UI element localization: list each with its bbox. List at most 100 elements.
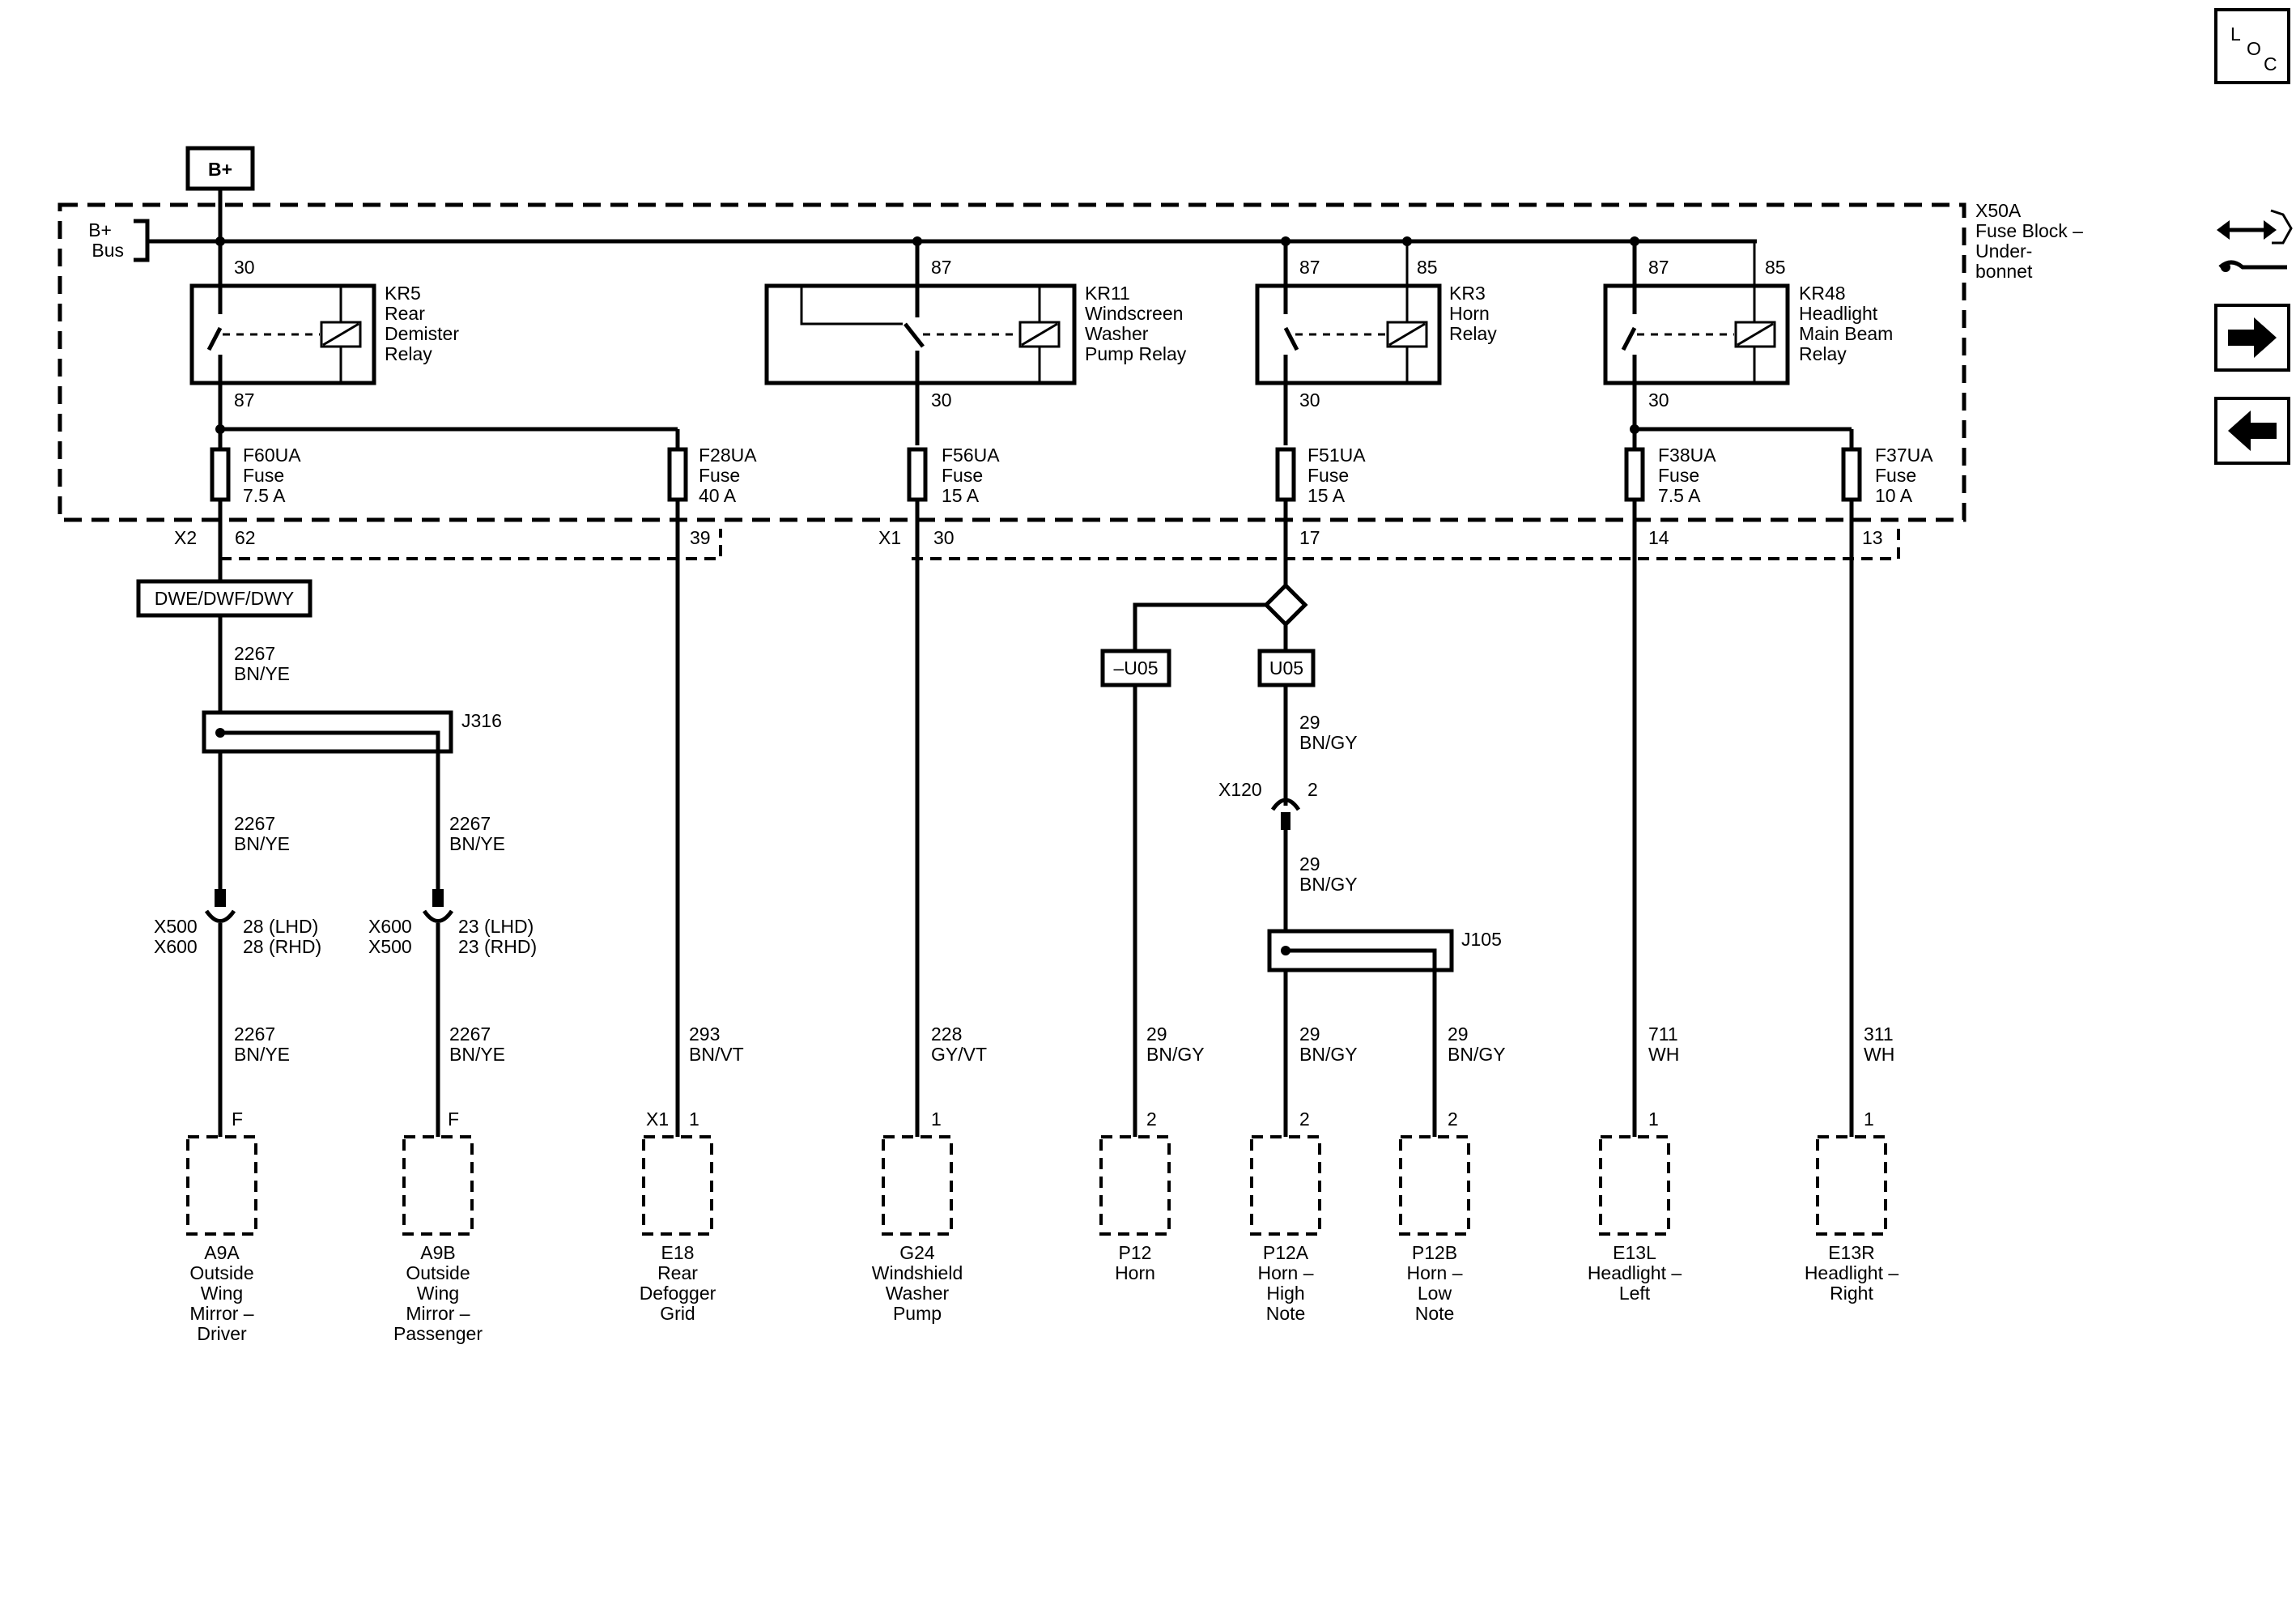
- svg-text:30: 30: [234, 257, 255, 278]
- relay-kr11: 87 KR11 Windscreen Washer Pump Relay 30: [764, 241, 1187, 445]
- svg-text:BN/GY: BN/GY: [1299, 1044, 1358, 1065]
- svg-text:WH: WH: [1864, 1044, 1894, 1065]
- relay-kr48-label: KR48: [1799, 283, 1846, 304]
- location-view-button[interactable]: L O C: [2214, 8, 2290, 84]
- svg-text:30: 30: [1299, 389, 1320, 411]
- svg-text:Pump: Pump: [893, 1303, 942, 1324]
- svg-text:BN/YE: BN/YE: [234, 1044, 290, 1065]
- svg-text:23 (RHD): 23 (RHD): [458, 936, 537, 957]
- component-a9b[interactable]: F A9B Outside Wing Mirror – Passenger: [393, 1108, 483, 1344]
- component-e18[interactable]: X1 1 E18 Rear Defogger Grid: [640, 1108, 716, 1324]
- svg-text:Grid: Grid: [660, 1303, 695, 1324]
- svg-text:Rear: Rear: [385, 303, 425, 324]
- relay-kr5-label: KR5: [385, 283, 421, 304]
- svg-text:Fuse: Fuse: [942, 465, 983, 486]
- svg-text:2267: 2267: [449, 813, 491, 834]
- svg-text:E13L: E13L: [1613, 1242, 1656, 1263]
- previous-page-button[interactable]: [2214, 397, 2290, 465]
- component-g24[interactable]: 1 G24 Windshield Washer Pump: [872, 1108, 963, 1324]
- component-e13l[interactable]: 1 E13L Headlight – Left: [1588, 1108, 1682, 1304]
- arrow-left-icon: [2228, 411, 2277, 451]
- svg-text:87: 87: [234, 389, 255, 411]
- svg-text:13: 13: [1862, 527, 1883, 548]
- b-plus-label: B+: [208, 159, 232, 180]
- svg-text:Rear: Rear: [657, 1262, 698, 1283]
- component-p12a[interactable]: 2 P12A Horn – High Note: [1250, 1108, 1321, 1324]
- svg-text:F38UA: F38UA: [1658, 445, 1716, 466]
- component-p12[interactable]: 2 P12 Horn: [1099, 1108, 1171, 1283]
- inline-connector-a9a: X500 X600 28 (LHD) 28 (RHD): [154, 889, 321, 957]
- svg-text:2267: 2267: [234, 1023, 275, 1045]
- fuse-f51ua: F51UA Fuse 15 A: [1275, 445, 1366, 506]
- svg-text:Fuse: Fuse: [1875, 465, 1916, 486]
- svg-text:A9B: A9B: [420, 1242, 455, 1263]
- svg-text:40 A: 40 A: [699, 485, 737, 506]
- svg-text:29: 29: [1448, 1023, 1469, 1045]
- svg-text:BN/YE: BN/YE: [449, 1044, 505, 1065]
- component-p12b[interactable]: 2 P12B Horn – Low Note: [1399, 1108, 1470, 1324]
- fuse-f37ua: F37UA Fuse 10 A: [1841, 429, 1933, 506]
- fuse-f28ua: F28UA Fuse 40 A: [667, 429, 757, 506]
- svg-text:Defogger: Defogger: [640, 1283, 716, 1304]
- svg-text:10 A: 10 A: [1875, 485, 1913, 506]
- svg-text:O: O: [2247, 38, 2261, 59]
- splice-j105: J105: [1267, 929, 1502, 972]
- svg-text:Windscreen: Windscreen: [1085, 303, 1183, 324]
- svg-text:14: 14: [1648, 527, 1669, 548]
- svg-text:1: 1: [1648, 1108, 1659, 1130]
- svg-text:L: L: [2230, 23, 2241, 45]
- next-page-button[interactable]: [2214, 304, 2290, 372]
- svg-text:F: F: [232, 1108, 243, 1130]
- splice-j316: J316: [202, 710, 502, 754]
- svg-text:29: 29: [1299, 853, 1320, 874]
- svg-text:X2: X2: [174, 527, 197, 548]
- b-plus-bus: B+ Bus: [88, 219, 1757, 262]
- svg-text:GY/VT: GY/VT: [931, 1044, 987, 1065]
- svg-text:87: 87: [1648, 257, 1669, 278]
- component-a9a[interactable]: F A9A Outside Wing Mirror – Driver: [186, 1108, 257, 1344]
- connector-x1: X1 30 17 14 13: [878, 527, 1900, 560]
- svg-text:X1: X1: [646, 1108, 669, 1130]
- circuit-e18: 293 BN/VT: [675, 500, 744, 1137]
- svg-text:X120: X120: [1218, 779, 1262, 800]
- svg-text:Pump Relay: Pump Relay: [1085, 343, 1187, 364]
- svg-text:B+: B+: [88, 219, 112, 240]
- svg-text:62: 62: [235, 527, 256, 548]
- svg-text:E13R: E13R: [1828, 1242, 1875, 1263]
- svg-text:Relay: Relay: [385, 343, 432, 364]
- svg-text:Mirror –: Mirror –: [189, 1303, 253, 1324]
- svg-text:711: 711: [1648, 1023, 1678, 1045]
- svg-text:BN/VT: BN/VT: [689, 1044, 744, 1065]
- option-u05: U05: [1269, 657, 1303, 679]
- svg-text:85: 85: [1417, 257, 1438, 278]
- svg-text:Fuse: Fuse: [1658, 465, 1699, 486]
- b-plus-supply: B+: [185, 146, 255, 246]
- svg-text:High: High: [1266, 1283, 1304, 1304]
- svg-text:BN/GY: BN/GY: [1299, 874, 1358, 895]
- svg-text:Fuse Block –: Fuse Block –: [1975, 220, 2083, 241]
- svg-text:Wing: Wing: [201, 1283, 243, 1304]
- connector-x2: X2 62 39: [174, 527, 722, 560]
- component-connector-icon[interactable]: [2217, 209, 2293, 272]
- svg-text:7.5 A: 7.5 A: [243, 485, 286, 506]
- svg-text:39: 39: [690, 527, 711, 548]
- svg-text:2: 2: [1146, 1108, 1157, 1130]
- svg-text:Left: Left: [1619, 1283, 1651, 1304]
- svg-text:Outside: Outside: [406, 1262, 470, 1283]
- svg-text:87: 87: [1299, 257, 1320, 278]
- svg-text:Relay: Relay: [1799, 343, 1847, 364]
- svg-text:Demister: Demister: [385, 323, 459, 344]
- svg-text:X500: X500: [154, 916, 198, 937]
- svg-text:A9A: A9A: [204, 1242, 240, 1263]
- svg-text:Under-: Under-: [1975, 240, 2032, 262]
- svg-text:Headlight –: Headlight –: [1588, 1262, 1682, 1283]
- component-e13r[interactable]: 1 E13R Headlight – Right: [1805, 1108, 1899, 1304]
- svg-text:C: C: [2264, 53, 2277, 74]
- svg-text:P12: P12: [1119, 1242, 1152, 1263]
- svg-text:Fuse: Fuse: [1307, 465, 1349, 486]
- relay-kr5: 30 KR5 Rear Demister Relay 87: [189, 241, 678, 434]
- relay-kr48: 87 85 KR48 Headlight Main Beam Relay 30: [1603, 241, 1893, 434]
- svg-text:bonnet: bonnet: [1975, 261, 2033, 282]
- svg-text:7.5 A: 7.5 A: [1658, 485, 1701, 506]
